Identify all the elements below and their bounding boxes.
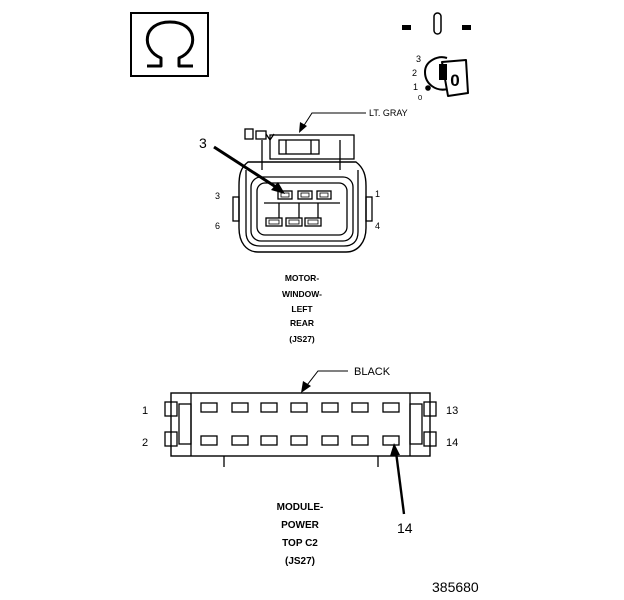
caption-line: TOP C2 [282,538,318,549]
connector-1-caption: MOTOR- WINDOW- LEFT REAR (JS27) [282,273,322,344]
caption-line: (JS27) [289,334,315,344]
callout-14: 14 [397,520,413,536]
motor-window-connector [213,112,373,253]
key-position-2: 2 [412,68,417,78]
caption-line: MODULE- [277,502,324,513]
caption-line: REAR [290,318,314,328]
caption-line: MOTOR- [285,273,319,283]
key-position-label: 0 [450,71,459,90]
key-position-0: 0 [418,93,422,102]
ignition-switch-icon: 0 3 2 1 0 [402,12,471,102]
caption-line: (JS27) [285,556,315,567]
caption-line: WINDOW- [282,289,322,299]
pin-label-6: 6 [215,221,220,231]
caption-line: LEFT [291,304,313,314]
pin-label-1: 1 [375,189,380,199]
key-position-1: 1 [413,82,418,92]
caption-line: POWER [281,520,320,531]
pin-label-13: 13 [446,405,458,417]
pin-label-14: 14 [446,437,458,449]
pin-label-4: 4 [375,221,380,231]
ohm-symbol-icon [130,12,209,77]
key-position-3: 3 [416,54,421,64]
power-top-connector [164,370,437,515]
color-note-black: BLACK [354,366,391,378]
callout-3: 3 [199,135,207,151]
pin-label-3: 3 [215,191,220,201]
connector-2-caption: MODULE- POWER TOP C2 (JS27) [277,502,324,567]
pin-label-2: 2 [142,437,148,449]
figure-number: 385680 [432,579,479,595]
pin-label-1: 1 [142,405,148,417]
color-note-lt-gray: LT. GRAY [369,108,408,118]
